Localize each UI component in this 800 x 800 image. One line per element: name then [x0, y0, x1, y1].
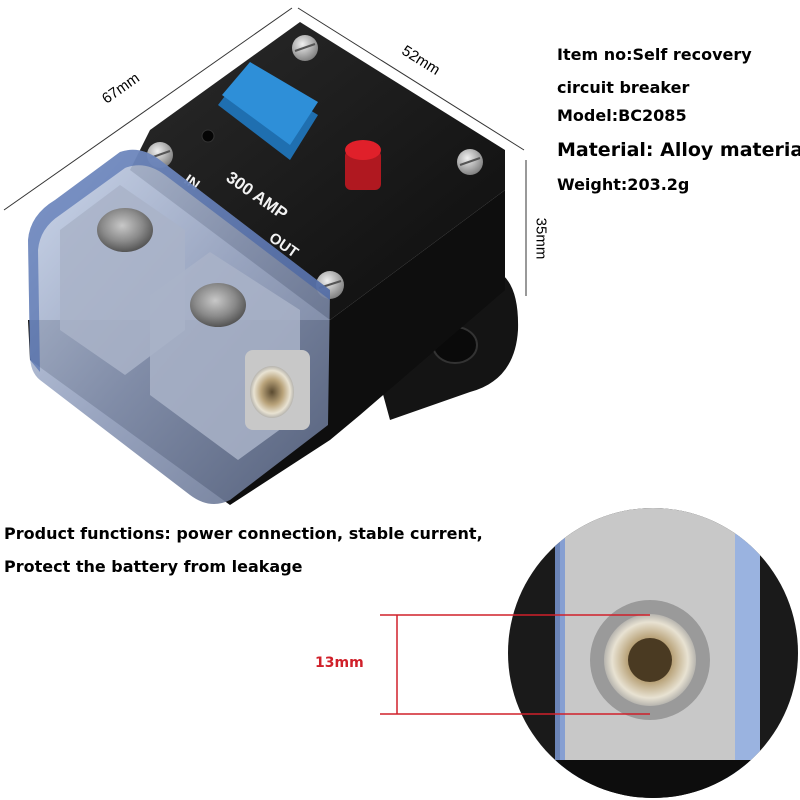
terminal-nut-front — [245, 350, 310, 430]
dimension-label-hole: 13mm — [315, 655, 364, 671]
measurement-13mm — [380, 614, 650, 715]
dimension-line-67mm — [3, 7, 293, 211]
spec-item-no-cont: circuit breaker — [557, 78, 690, 97]
functions-line-2: Protect the battery from leakage — [4, 557, 303, 576]
screw-top — [292, 35, 318, 61]
spec-material: Material: Alloy material — [557, 139, 800, 161]
dimension-line-52mm — [297, 7, 525, 151]
screw-right — [457, 149, 483, 175]
indicator-dot — [201, 129, 215, 143]
spec-weight: Weight:203.2g — [557, 175, 690, 194]
functions-line-1: Product functions: power connection, sta… — [4, 524, 483, 543]
spec-model: Model:BC2085 — [557, 106, 687, 125]
zoom-inset — [508, 508, 798, 798]
spec-item-no: Item no:Self recovery — [557, 45, 752, 64]
dimension-label-height: 35mm — [532, 217, 550, 260]
breaker-top-face — [130, 22, 505, 320]
trip-button — [345, 140, 381, 190]
reset-button — [218, 62, 318, 160]
